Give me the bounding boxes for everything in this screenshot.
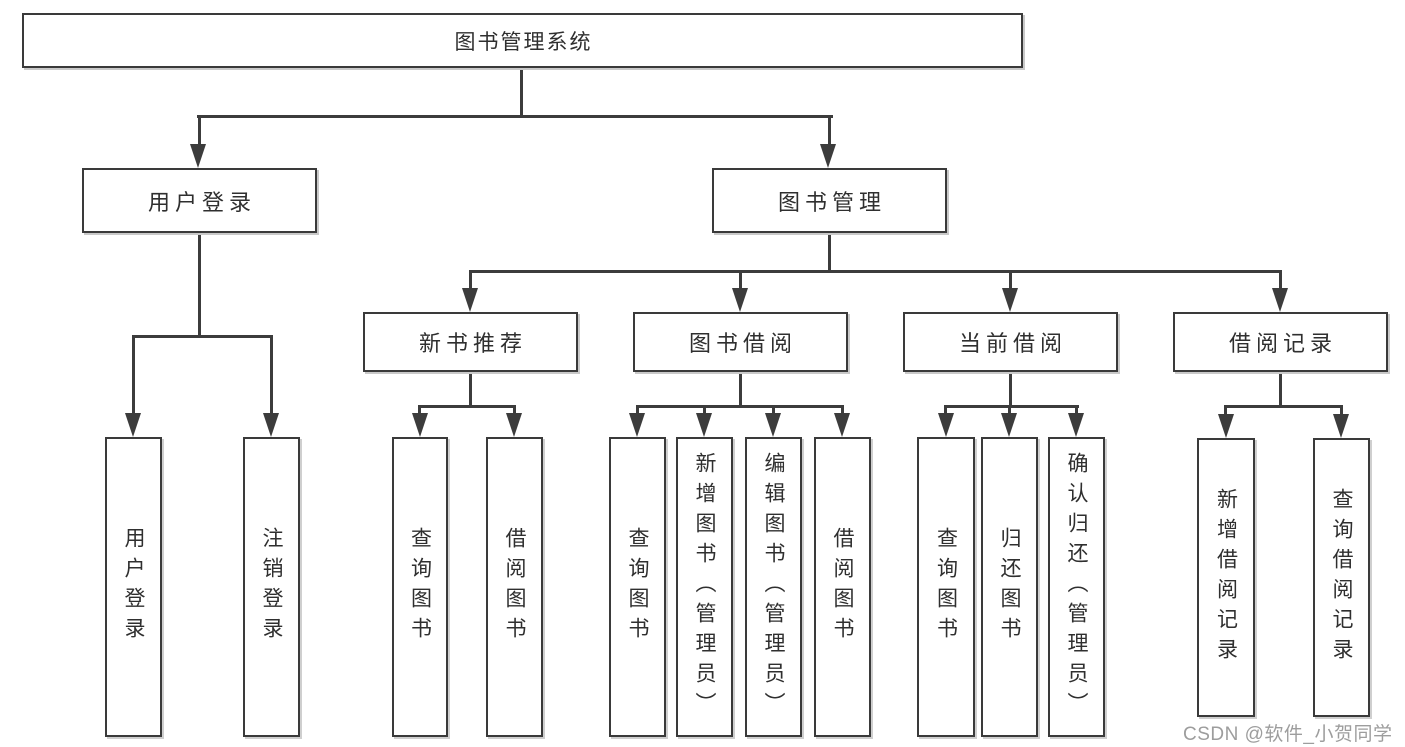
node-label: 新增图书（管理员） [693,452,716,722]
node-book-management: 图书管理 [712,168,947,233]
leaf-add-book-admin: 新增图书（管理员） [676,437,733,737]
arrow-down-icon [732,288,748,312]
node-label: 注销登录 [260,527,283,647]
arrow-down-icon [1333,414,1349,438]
leaf-return-book: 归还图书 [981,437,1038,737]
leaf-query-books-borrow: 查询图书 [609,437,666,737]
connector-stem [1008,408,1011,413]
node-library-system: 图书管理系统 [22,13,1023,68]
node-label: 查询图书 [408,527,432,647]
connector-vline [1279,372,1282,408]
connector-hline [418,405,516,408]
node-label: 借阅图书 [503,527,526,647]
connector-stem [636,408,639,413]
leaf-add-borrow-record: 新增借阅记录 [1197,438,1255,717]
connector-stem [772,408,775,413]
connector-stem [513,408,516,413]
arrow-down-icon [696,413,712,437]
leaf-query-books-current: 查询图书 [917,437,975,737]
arrow-down-icon [1002,288,1018,312]
node-label: 查询图书 [934,527,958,647]
connector-vline [828,233,831,273]
leaf-borrow-books: 借阅图书 [814,437,871,737]
node-new-book-recommend: 新书推荐 [363,312,578,372]
arrow-down-icon [190,144,206,168]
connector-hline [197,115,833,118]
arrow-down-icon [1068,413,1084,437]
arrow-down-icon [629,413,645,437]
connector-hline [469,270,1282,273]
connector-stem [469,273,472,288]
connector-stem [270,338,273,413]
arrow-down-icon [412,413,428,437]
connector-vline [469,372,472,408]
connector-hline [1224,405,1343,408]
connector-vline [1009,372,1012,408]
connector-hline [132,335,273,338]
arrow-down-icon [1218,414,1234,438]
node-label: 归还图书 [998,527,1021,647]
arrow-down-icon [506,413,522,437]
leaf-query-borrow-record: 查询借阅记录 [1313,438,1370,717]
connector-stem [1279,273,1282,288]
arrow-down-icon [820,144,836,168]
arrow-down-icon [125,413,141,437]
connector-stem [1009,273,1012,288]
node-label: 新书推荐 [418,331,527,356]
node-book-borrow: 图书借阅 [633,312,848,372]
node-label: 图书借阅 [688,331,797,356]
arrow-down-icon [765,413,781,437]
connector-stem [1075,408,1078,413]
connector-stem [739,273,742,288]
node-label: 编辑图书（管理员） [762,452,785,722]
node-current-borrow: 当前借阅 [903,312,1118,372]
node-label: 确认归还（管理员） [1065,452,1088,722]
connector-stem [944,408,947,413]
connector-vline [198,233,201,335]
connector-vline [520,68,523,115]
connector-hline [944,405,1079,408]
node-label: 查询图书 [626,527,649,647]
arrow-down-icon [462,288,478,312]
node-label: 用户登录 [147,189,256,215]
connector-stem [1224,408,1227,414]
node-label: 图书管理 [777,189,886,215]
node-label: 新增借阅记录 [1214,487,1238,668]
arrow-down-icon [1272,288,1288,312]
connector-hline [636,405,844,408]
connector-vline [739,372,742,408]
leaf-borrow-books-recommend: 借阅图书 [486,437,543,737]
node-label: 图书管理系统 [454,30,593,54]
node-label: 借阅记录 [1228,331,1337,356]
arrow-down-icon [938,413,954,437]
arrow-down-icon [1001,413,1017,437]
node-label: 当前借阅 [958,331,1067,356]
connector-stem [418,408,421,413]
node-label: 借阅图书 [831,527,854,647]
leaf-edit-book-admin: 编辑图书（管理员） [745,437,802,737]
connector-stem [198,118,201,144]
connector-stem [1340,408,1343,414]
node-label: 用户登录 [122,527,145,647]
leaf-confirm-return-admin: 确认归还（管理员） [1048,437,1105,737]
leaf-query-books-recommend: 查询图书 [392,437,448,737]
connector-stem [828,118,831,144]
connector-stem [841,408,844,413]
arrow-down-icon [263,413,279,437]
node-borrow-records: 借阅记录 [1173,312,1388,372]
arrow-down-icon [834,413,850,437]
watermark-text: CSDN @软件_小贺同学 [1183,724,1393,745]
node-label: 查询借阅记录 [1330,487,1353,668]
leaf-user-login: 用户登录 [105,437,162,737]
leaf-logout: 注销登录 [243,437,300,737]
connector-stem [132,338,135,413]
node-user-login: 用户登录 [82,168,317,233]
connector-stem [703,408,706,413]
